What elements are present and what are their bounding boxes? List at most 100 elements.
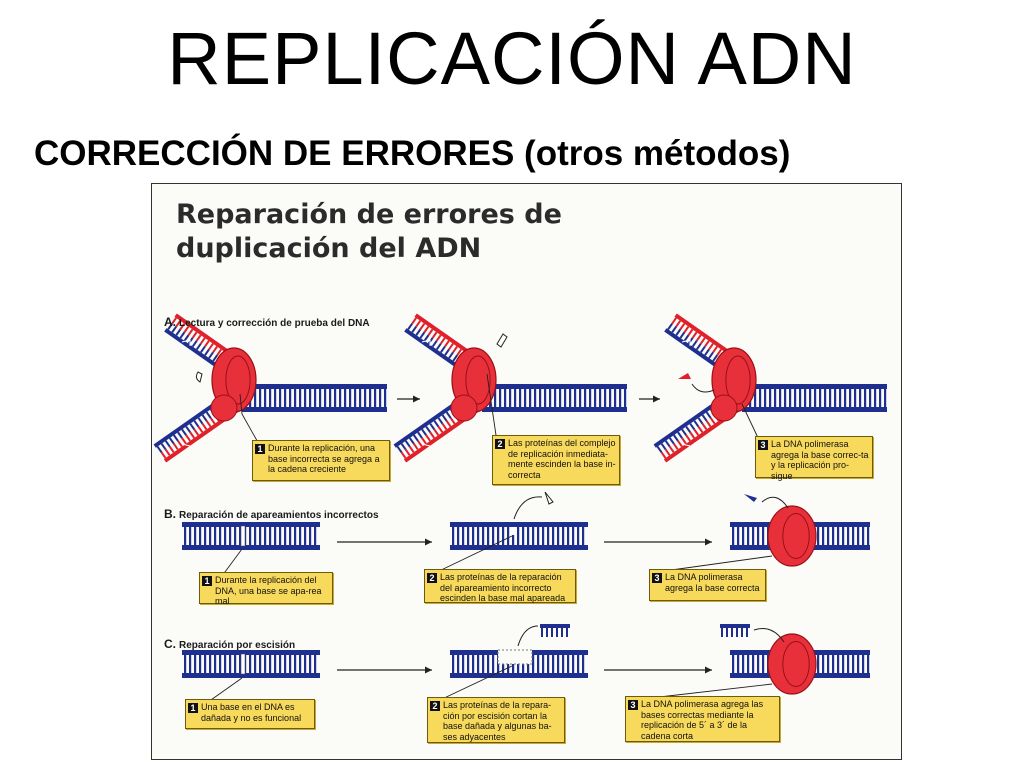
base-pair xyxy=(869,389,872,407)
base-pair xyxy=(289,527,292,545)
base xyxy=(200,346,206,353)
base xyxy=(411,317,417,325)
base-pair xyxy=(229,655,232,673)
fork-a1-dir-bottom xyxy=(181,443,191,447)
duplex-b1-duplex-backbone-bottom xyxy=(182,545,320,550)
polymerase-c3-inner xyxy=(782,641,810,687)
base-pair xyxy=(467,527,470,545)
base-pair xyxy=(504,389,507,407)
base xyxy=(183,334,190,342)
base-pair xyxy=(562,655,565,673)
arrow-b1-b2-head xyxy=(425,538,432,546)
leader-b2 xyxy=(436,535,513,573)
base-pair xyxy=(624,389,627,407)
base-pair xyxy=(497,527,500,545)
base-pair xyxy=(349,389,352,407)
base-pair xyxy=(457,527,460,545)
base-pair xyxy=(319,389,322,407)
fork-a2-dir-bottom xyxy=(421,443,431,447)
base xyxy=(685,425,691,433)
base-pair xyxy=(849,389,852,407)
base xyxy=(427,337,434,345)
base-pair xyxy=(747,655,750,673)
base-pair xyxy=(762,655,765,673)
dna-repair-figure: Reparación de errores de duplicación del… xyxy=(151,183,902,760)
fork-a2-polymerase-inner xyxy=(465,355,491,405)
base-pair xyxy=(209,655,212,673)
base-pair xyxy=(774,389,777,407)
base xyxy=(689,431,696,439)
base-pair xyxy=(619,389,622,407)
base-pair xyxy=(527,527,530,545)
base-pair xyxy=(472,527,475,545)
base xyxy=(175,328,182,336)
base-pair xyxy=(542,527,545,545)
fork-a2-parental-backbone-bottom xyxy=(482,407,627,412)
duplex-c1-duplex-backbone-bottom xyxy=(182,673,320,678)
base xyxy=(177,431,183,439)
base-pair xyxy=(884,389,887,407)
base-pair xyxy=(864,389,867,407)
base-pair xyxy=(542,655,545,673)
base-pair xyxy=(879,389,882,407)
base-pair xyxy=(599,389,602,407)
base-pair xyxy=(239,655,242,673)
base xyxy=(404,448,411,456)
base-pair xyxy=(579,389,582,407)
base-pair xyxy=(379,389,382,407)
polymerase-b3 xyxy=(767,505,817,567)
base-pair xyxy=(482,655,485,673)
base xyxy=(705,411,712,419)
base-pair xyxy=(274,655,277,673)
base xyxy=(679,331,686,339)
excise-arrow-c xyxy=(517,625,539,647)
base xyxy=(185,425,191,433)
base-pair xyxy=(294,527,297,545)
excised-fragment xyxy=(540,624,570,637)
base xyxy=(445,420,452,428)
duplex-b1-duplex-backbone-top xyxy=(182,522,320,527)
base-pair xyxy=(532,527,535,545)
base xyxy=(181,428,187,436)
base-pair xyxy=(194,527,197,545)
figure-title: Reparación de errores de duplicación del… xyxy=(176,198,562,266)
duplex-c3 xyxy=(720,624,870,695)
base xyxy=(156,446,163,453)
base-pair xyxy=(604,389,607,407)
base-pair xyxy=(534,389,537,407)
base-pair xyxy=(822,655,825,673)
base xyxy=(212,346,218,353)
slide-subtitle: CORRECCIÓN DE ERRORES (otros métodos) xyxy=(34,134,791,173)
base-pair xyxy=(374,389,377,407)
fork-a3-polymerase-inner xyxy=(725,355,751,405)
base-pair xyxy=(199,527,202,545)
base xyxy=(693,428,700,436)
base xyxy=(449,417,456,425)
base-pair xyxy=(309,655,312,673)
base-pair xyxy=(554,389,557,407)
base-pair xyxy=(852,527,855,545)
base-pair xyxy=(339,389,342,407)
base-pair xyxy=(384,389,387,407)
polymerase-b3-inner xyxy=(782,513,810,559)
base-pair xyxy=(304,655,307,673)
base-pair xyxy=(859,389,862,407)
base xyxy=(695,334,702,342)
base xyxy=(456,348,463,356)
base xyxy=(204,348,210,356)
base xyxy=(441,423,448,430)
base-pair xyxy=(259,655,262,673)
diagram-artwork xyxy=(153,313,887,703)
base xyxy=(431,340,438,348)
fork-a1-parental-backbone-bottom xyxy=(242,407,387,412)
base xyxy=(171,325,178,333)
base-pair xyxy=(309,527,312,545)
duplex-b3 xyxy=(730,494,870,567)
base xyxy=(179,331,186,339)
base-pair xyxy=(552,527,555,545)
base-pair xyxy=(264,527,267,545)
base-pair xyxy=(194,655,197,673)
base-pair xyxy=(289,655,292,673)
base xyxy=(437,417,444,425)
